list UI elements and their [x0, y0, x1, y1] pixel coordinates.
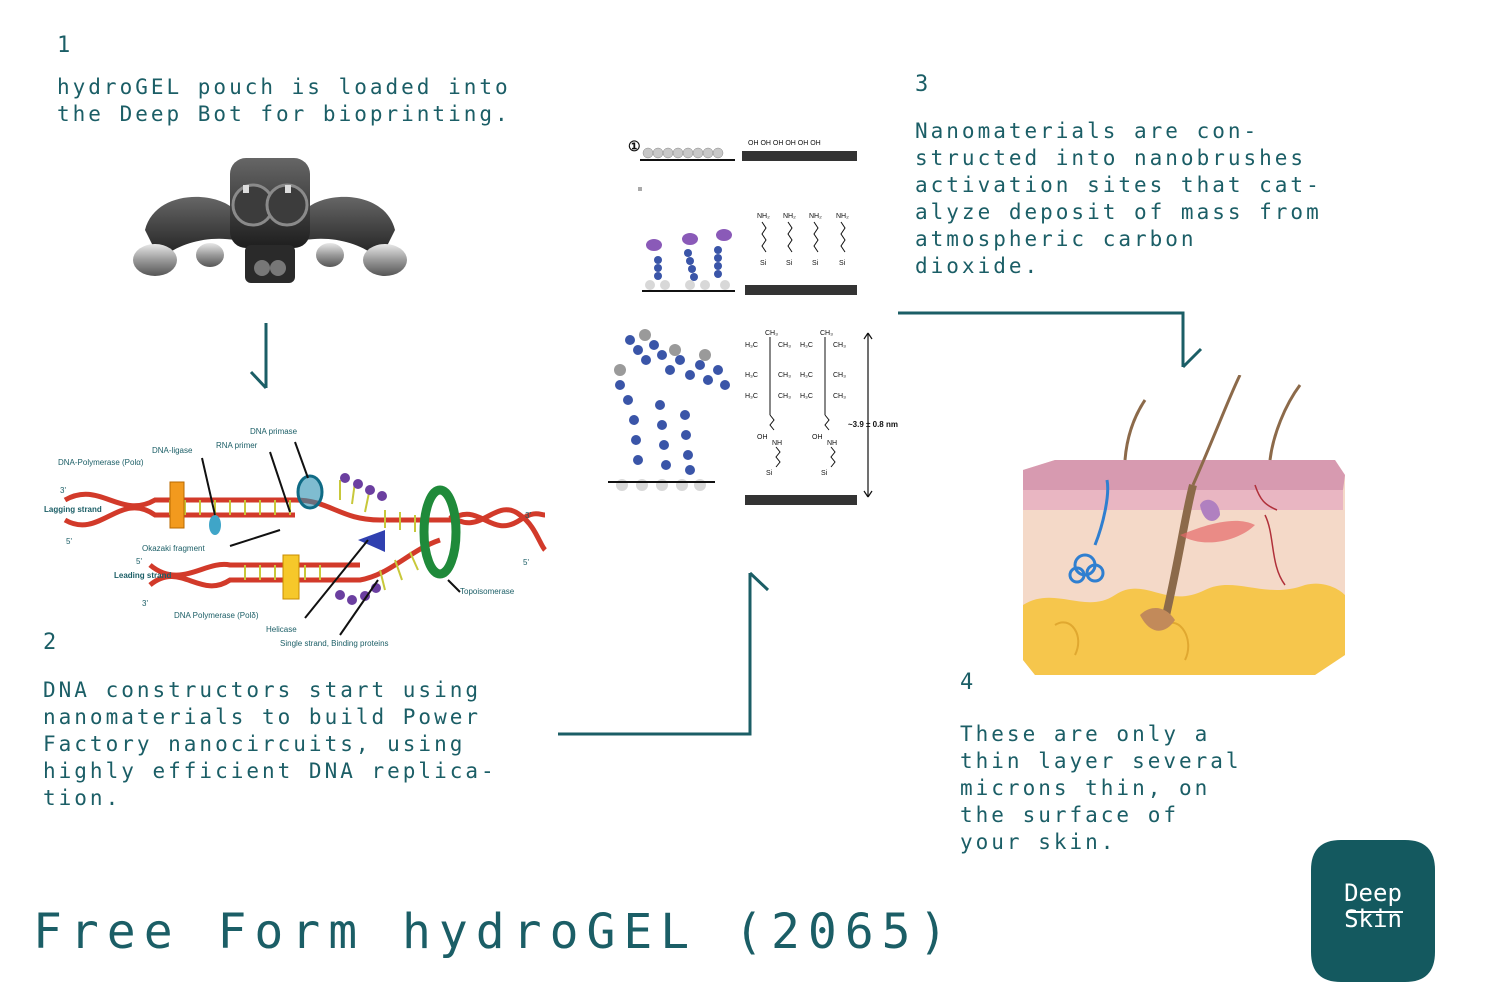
h3c-label-6: H₃C: [800, 393, 813, 400]
label-5-lower-left: 5': [136, 557, 142, 566]
arrow-step3-to-step4: [898, 311, 1203, 369]
ch3-top-label-1: CH₃: [765, 330, 778, 337]
oh-label-2: OH: [812, 434, 823, 441]
step-4-text: These are only a thin layer several micr…: [960, 722, 1242, 854]
h3c-label-2: H₃C: [800, 342, 813, 349]
label-okazaki-fragment: Okazaki fragment: [142, 544, 205, 553]
thickness-label: ~3.9 ± 0.8 nm: [848, 420, 898, 429]
arrow-step1-to-step2: [249, 323, 268, 390]
oh-row: OH OH OH OH OH OH: [748, 140, 821, 147]
step-1-text: hydroGEL pouch is loaded into the Deep B…: [57, 75, 511, 126]
ch3-label-6: CH₃: [833, 393, 846, 400]
label-5-right: 5': [523, 558, 529, 567]
label-lagging-strand: Lagging strand: [44, 505, 102, 514]
dna-replication-diagram: DNA primase RNA primer DNA-ligase DNA-Po…: [44, 427, 547, 648]
si-label-2: Si: [786, 260, 793, 267]
label-dna-polymerase-delta: DNA Polymerase (Polδ): [174, 611, 259, 620]
label-topoisomerase: Topoisomerase: [460, 587, 515, 596]
step-3-text: Nanomaterials are con- structed into nan…: [915, 119, 1322, 278]
label-5-mid-left: 5': [66, 537, 72, 546]
ch3-top-label-2: CH₃: [820, 330, 833, 337]
label-3-bottom-left: 3': [142, 599, 148, 608]
label-3-top-left: 3': [60, 486, 66, 495]
arrow-step2-to-step3: [558, 571, 770, 736]
label-dna-primase: DNA primase: [250, 427, 298, 436]
step-2-text: DNA constructors start using nanomateria…: [43, 678, 497, 810]
page-title: Free Form hydroGEL (2065): [33, 904, 956, 960]
label-leading-strand: Leading strand: [114, 571, 171, 580]
si-label-5: Si: [766, 470, 773, 477]
label-helicase: Helicase: [266, 625, 297, 634]
nh2-label-2: NH₂: [783, 213, 796, 220]
h3c-label-3: H₃C: [745, 372, 758, 379]
nh2-label-4: NH₂: [836, 213, 849, 220]
oh-label-1: OH: [757, 434, 768, 441]
ch3-label-5: CH₃: [778, 393, 791, 400]
si-label-3: Si: [812, 260, 819, 267]
nanobrush-diagram: ① OH OH OH OH OH OH NH₂ NH₂ NH₂ NH₂ Si S…: [608, 138, 898, 505]
nh-label-1: NH: [772, 440, 782, 447]
step-1-number: 1: [57, 33, 71, 58]
logo-line-1: Deep: [1344, 879, 1402, 907]
nh2-label-1: NH₂: [757, 213, 770, 220]
nh-label-2: NH: [827, 440, 837, 447]
logo-text: Deep Skin: [1311, 880, 1435, 932]
label-3-right: 3': [525, 511, 531, 520]
ch3-label-4: CH₃: [833, 372, 846, 379]
h3c-label-5: H₃C: [745, 393, 758, 400]
step-3-number: 3: [915, 72, 929, 97]
h3c-label-1: H₃C: [745, 342, 758, 349]
ch3-label-3: CH₃: [778, 372, 791, 379]
si-label-4: Si: [839, 260, 846, 267]
label-single-strand-binding: Single strand, Binding proteins: [280, 639, 389, 648]
label-rna-primer: RNA primer: [216, 441, 258, 450]
skin-cross-section-image: [1023, 375, 1345, 675]
deep-bot-robot-image: [133, 158, 407, 283]
si-label-6: Si: [821, 470, 828, 477]
label-dna-polymerase-alpha: DNA-Polymerase (Polα): [58, 458, 144, 467]
step-4-number: 4: [960, 670, 974, 695]
deep-skin-logo: [1311, 840, 1435, 982]
h3c-label-4: H₃C: [800, 372, 813, 379]
ch3-label-1: CH₃: [778, 342, 791, 349]
step-2-number: 2: [43, 630, 57, 655]
si-label-1: Si: [760, 260, 767, 267]
ch3-label-2: CH₃: [833, 342, 846, 349]
step-marker: ①: [628, 138, 641, 154]
nh2-label-3: NH₂: [809, 213, 822, 220]
label-dna-ligase: DNA-ligase: [152, 446, 193, 455]
logo-line-2: Skin: [1344, 905, 1402, 933]
